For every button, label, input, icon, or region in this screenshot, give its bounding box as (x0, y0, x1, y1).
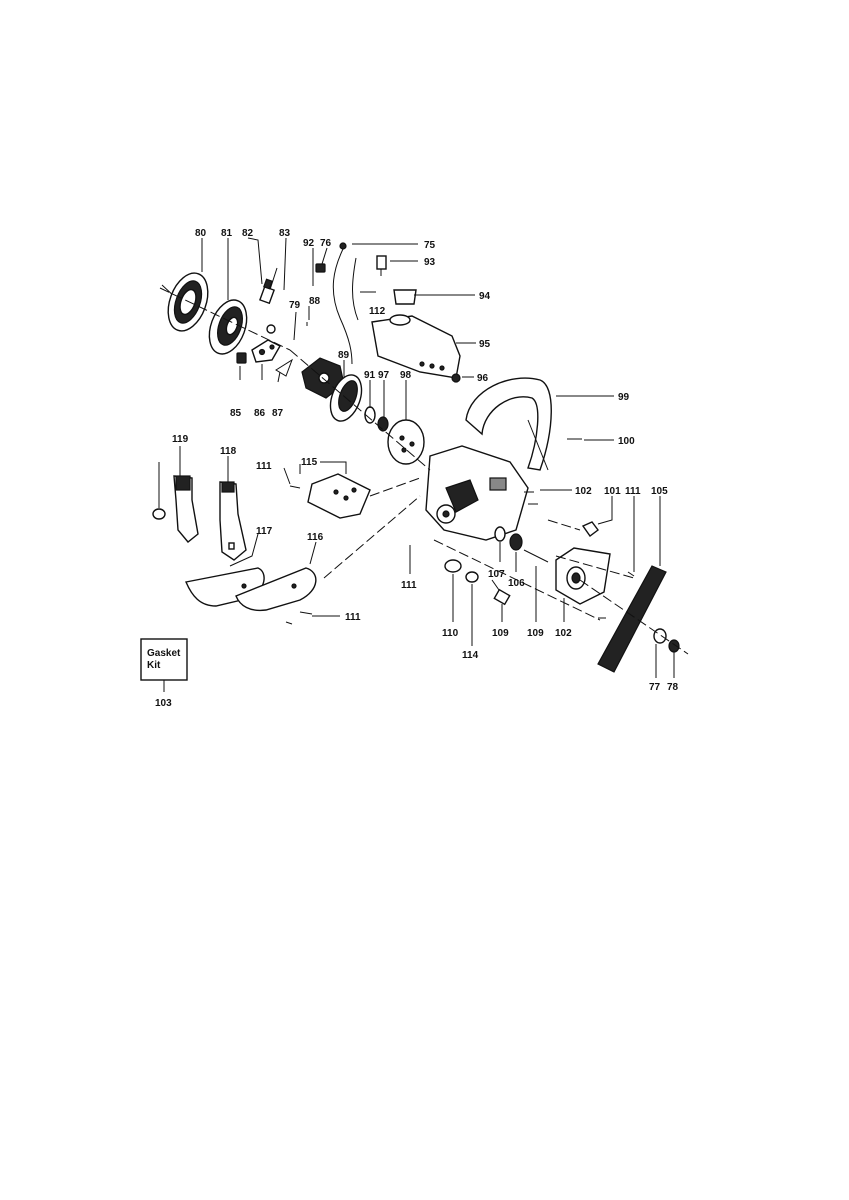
part-87-spring-clip (275, 358, 293, 377)
label-113: 114 (462, 650, 479, 661)
part-101-screws (524, 491, 538, 505)
part-102-end-cover (555, 547, 611, 619)
label-116: 117 (256, 526, 273, 537)
label-109: 109 (527, 628, 544, 639)
label-110-a: 111 (256, 461, 272, 472)
label-76: 76 (320, 238, 332, 249)
label-97: 98 (400, 370, 412, 381)
label-94: 95 (479, 339, 491, 350)
part-119-nut (152, 508, 166, 520)
label-111: 111 (401, 580, 417, 591)
label-117: 118 (220, 446, 237, 457)
part-94-fuel-tank (371, 314, 461, 379)
part-80-starter-pulley (161, 272, 209, 332)
part-79-ring (266, 324, 276, 334)
label-78: 78 (667, 682, 679, 693)
part-98-guard (465, 377, 552, 471)
part-labels: 80 81 82 83 92 76 75 93 94 79 88 112 95 … (155, 228, 679, 709)
label-91: 92 (303, 238, 315, 249)
part-75-112-fuel-lines (332, 242, 359, 365)
part-105-106-seals (494, 526, 523, 551)
label-103: 103 (155, 698, 172, 709)
part-77-78-washer-nut (653, 628, 680, 653)
label-77: 77 (649, 682, 661, 693)
part-108-washer (444, 559, 462, 573)
part-90-96-washers (364, 406, 389, 432)
label-83: 83 (279, 228, 291, 239)
part-114-bracket (307, 473, 371, 519)
part-95-nut (451, 373, 461, 383)
label-110-c: 111 (345, 612, 361, 623)
label-114: 115 (301, 457, 318, 468)
label-75: 75 (424, 240, 436, 251)
label-90: 91 (364, 370, 376, 381)
label-118: 119 (172, 434, 189, 445)
part-93-fuel-cap (393, 289, 417, 305)
label-86: 86 (254, 408, 266, 419)
label-79: 79 (289, 300, 301, 311)
label-80: 80 (195, 228, 207, 239)
gasket-kit-label-line2: Kit (147, 660, 161, 671)
label-112: 112 (369, 306, 386, 317)
label-115: 116 (307, 532, 324, 543)
part-86-bracket (251, 339, 281, 363)
label-96: 97 (378, 370, 390, 381)
label-104: 105 (651, 486, 668, 497)
label-99: 100 (618, 436, 635, 447)
part-81-flywheel (208, 299, 248, 355)
part-109-shaft (523, 549, 549, 563)
label-87: 87 (272, 408, 284, 419)
label-88: 88 (309, 296, 321, 307)
label-85: 85 (230, 408, 242, 419)
part-111-gearbox-housing (425, 445, 529, 541)
centre-lines (159, 287, 689, 655)
part-97-gear (387, 419, 425, 465)
gasket-kit-box: Gasket Kit (140, 638, 188, 692)
part-110-screws (285, 485, 635, 625)
part-115-shoe (235, 567, 317, 612)
label-110-b: 111 (625, 486, 641, 497)
part-92-fitting (376, 255, 387, 276)
label-102: 102 (555, 628, 572, 639)
label-107: 109 (492, 628, 509, 639)
label-105: 106 (508, 578, 525, 589)
label-108: 110 (442, 628, 459, 639)
leader-lines (158, 237, 675, 678)
label-82: 82 (242, 228, 254, 239)
label-95: 96 (477, 373, 489, 384)
gasket-kit-label-line1: Gasket (147, 648, 181, 659)
part-100-nut (581, 521, 599, 537)
part-118-arm (173, 475, 199, 543)
label-81: 81 (221, 228, 233, 239)
label-100: 101 (604, 486, 621, 497)
part-104-blade (597, 565, 667, 673)
label-92: 93 (424, 257, 436, 268)
part-85-nut (236, 352, 247, 364)
label-98: 99 (618, 392, 630, 403)
part-82-83-spark-plug (259, 267, 278, 305)
label-101: 102 (575, 486, 592, 497)
part-117-arm (219, 481, 247, 561)
part-76-nut (315, 263, 326, 273)
label-93: 94 (479, 291, 491, 302)
part-107-113-bolt-washer (465, 571, 511, 606)
label-106: 107 (488, 569, 505, 580)
label-89: 89 (338, 350, 350, 361)
